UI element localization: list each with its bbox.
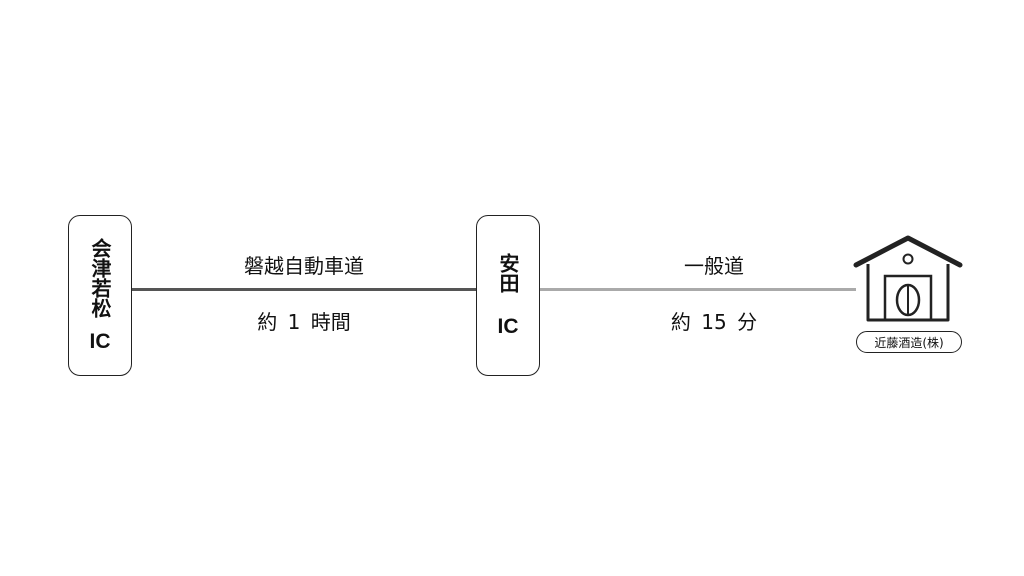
brewery-building-icon [853, 235, 963, 322]
segment-1-duration-label: 約 1 時間 [257, 310, 351, 334]
origin-ic-label: IC [89, 329, 111, 353]
segment-2-road-label: 一般道 [684, 254, 744, 278]
route-line-local-road [540, 288, 856, 291]
origin-name: 会津若松 [88, 237, 112, 318]
segment-2-duration-label: 約 15 分 [670, 310, 758, 334]
route-line-highway [132, 288, 476, 291]
junction-ic-label: IC [497, 314, 519, 338]
destination-label: 近藤酒造(株) [856, 331, 962, 353]
segment-1-road-label: 磐越自動車道 [244, 254, 364, 278]
junction-node-yasuda-ic: 安田 IC [476, 215, 540, 376]
junction-name: 安田 [496, 252, 520, 293]
origin-node-aizuwakamatsu-ic: 会津若松 IC [68, 215, 132, 376]
